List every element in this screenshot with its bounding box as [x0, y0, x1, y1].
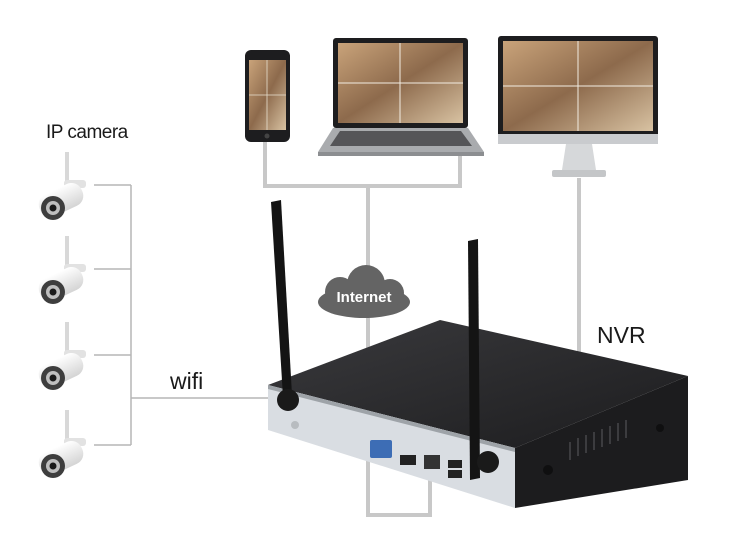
laptop-icon: [318, 38, 484, 156]
nvr-label: NVR: [597, 322, 646, 348]
ip-camera-icon: [38, 152, 86, 478]
camera-links: [94, 184, 268, 446]
antenna-icon: [271, 200, 499, 480]
internet-label: Internet: [336, 289, 392, 306]
ip-camera-label: IP camera: [46, 122, 128, 143]
phone-to-laptop-link: [263, 142, 462, 188]
cloud-icon: [318, 265, 410, 318]
smartphone-icon: [245, 50, 290, 142]
monitor-icon: [498, 36, 658, 177]
wifi-label: wifi: [170, 368, 204, 394]
